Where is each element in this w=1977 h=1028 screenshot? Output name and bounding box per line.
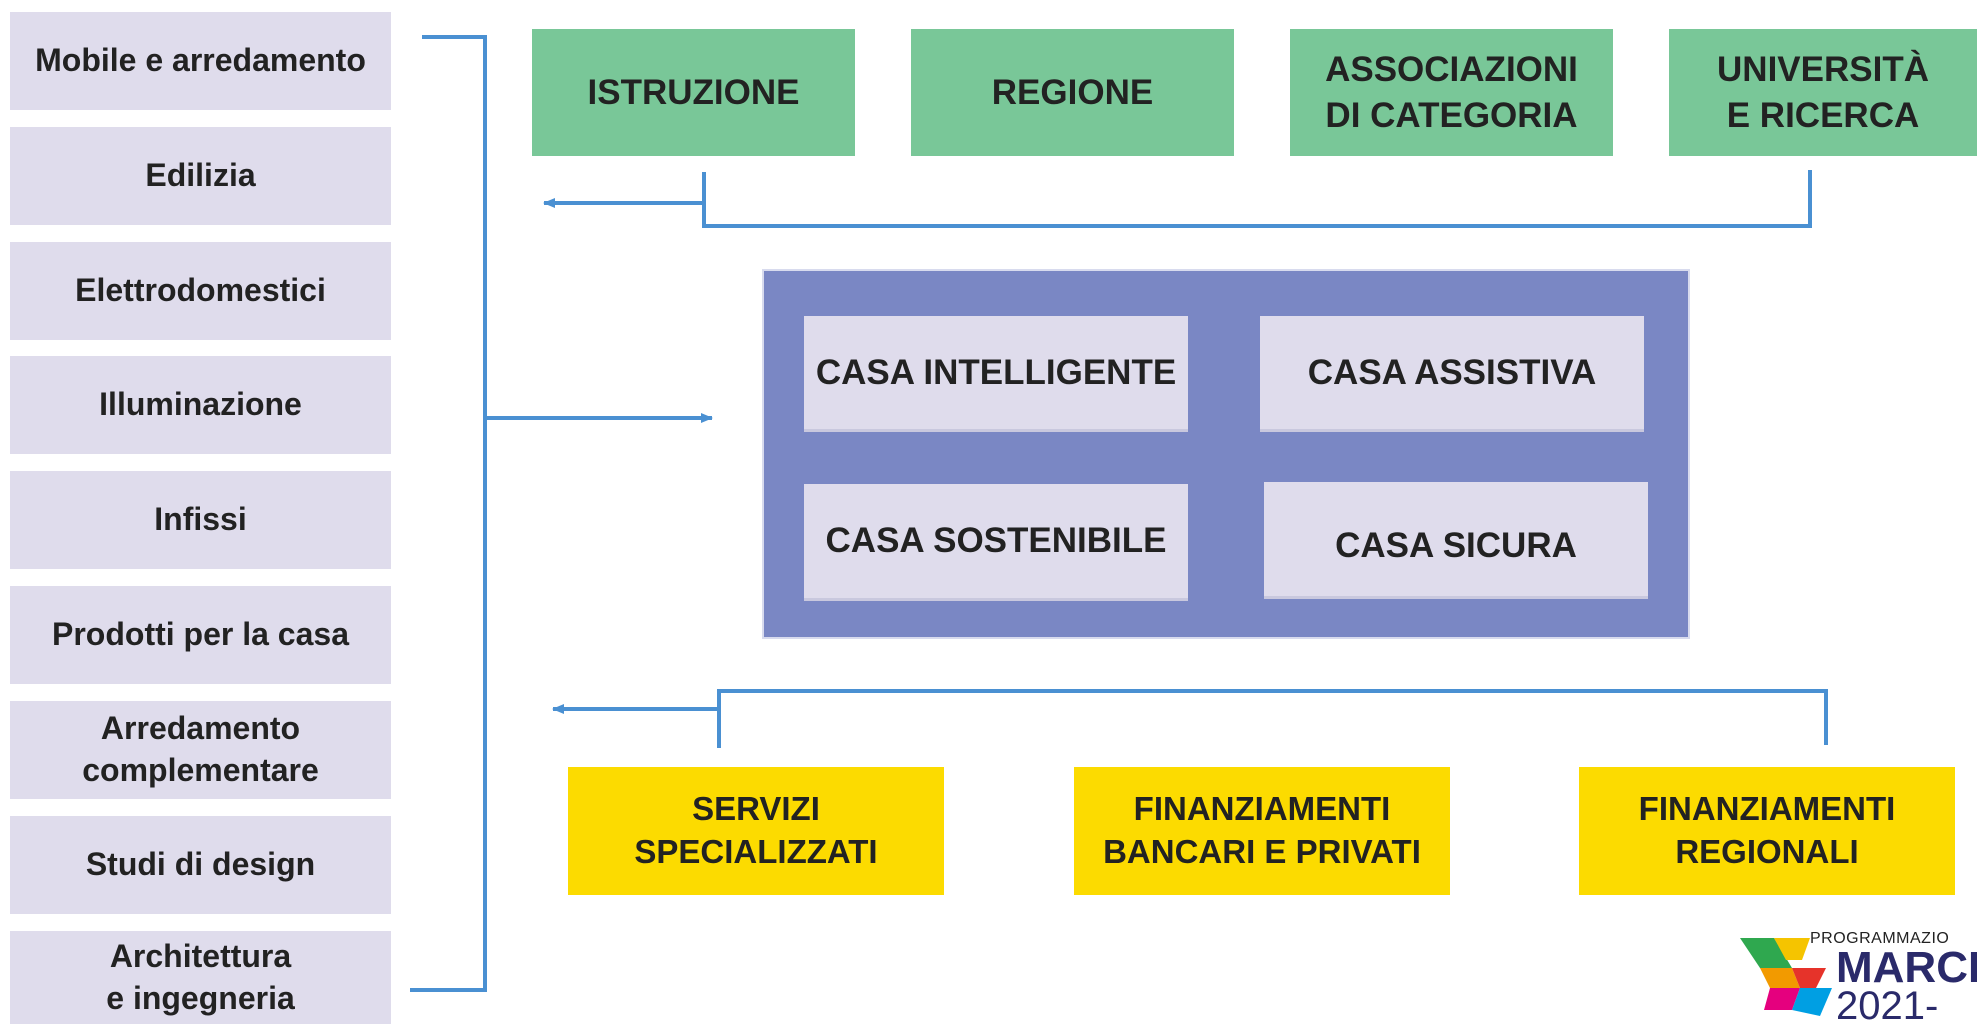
partner-box-top: REGIONE (911, 29, 1234, 156)
sector-box: Mobile e arredamento (10, 12, 391, 110)
sector-box: Architettura e ingegneria (10, 931, 391, 1024)
center-item: CASA ASSISTIVA (1260, 316, 1644, 432)
partner-box-bottom: FINANZIAMENTI REGIONALI (1579, 767, 1955, 895)
center-item: CASA SOSTENIBILE (804, 484, 1188, 601)
sector-box: Illuminazione (10, 356, 391, 454)
sector-box: Studi di design (10, 816, 391, 914)
logo-text-small: PROGRAMMAZIO (1810, 930, 1950, 947)
logo-mark-icon (1740, 938, 1832, 1016)
sector-box: Prodotti per la casa (10, 586, 391, 684)
partner-box-top: ASSOCIAZIONI DI CATEGORIA (1290, 29, 1613, 156)
top-bracket (702, 170, 1812, 228)
sector-bracket (410, 35, 487, 992)
sector-box: Infissi (10, 471, 391, 569)
logo-text-year: 2021- (1836, 984, 1939, 1028)
partner-box-top: ISTRUZIONE (532, 29, 855, 156)
sector-box: Arredamento complementare (10, 701, 391, 799)
center-item: CASA SICURA (1264, 482, 1648, 599)
center-item: CASA INTELLIGENTE (804, 316, 1188, 432)
partner-box-bottom: SERVIZI SPECIALIZZATI (568, 767, 944, 895)
sector-box: Elettrodomestici (10, 242, 391, 340)
programmazione-marche-logo: PROGRAMMAZIO MARCH 2021- (1740, 930, 1977, 1028)
partner-box-bottom: FINANZIAMENTI BANCARI E PRIVATI (1074, 767, 1450, 895)
logo-text-big: MARCH (1836, 943, 1977, 992)
partner-box-top: UNIVERSITÀ E RICERCA (1669, 29, 1977, 156)
sector-box: Edilizia (10, 127, 391, 225)
bottom-bracket (717, 689, 1828, 748)
